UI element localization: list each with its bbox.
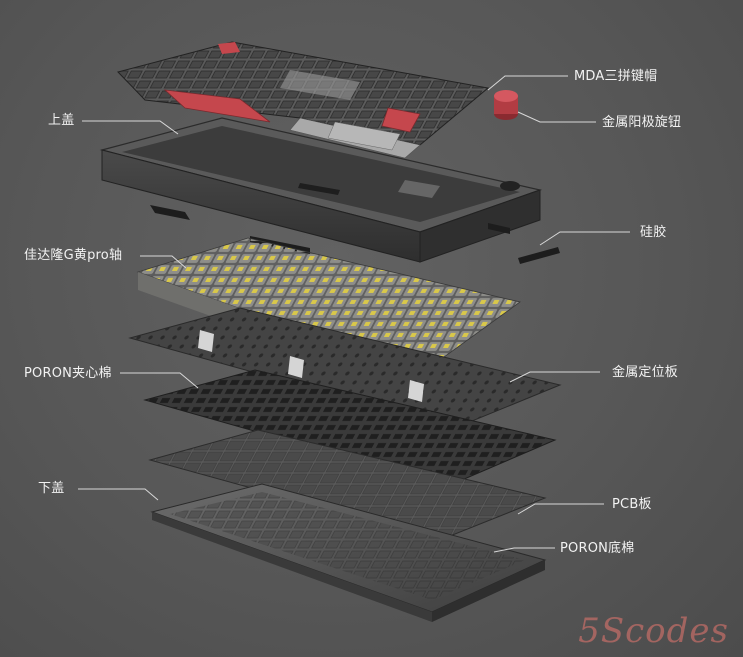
leader-bottom-case bbox=[78, 488, 159, 501]
label-bottom-case: 下盖 bbox=[38, 481, 65, 496]
leader-plate bbox=[509, 371, 600, 383]
label-pcb: PCB板 bbox=[612, 497, 652, 512]
anodized-knob bbox=[494, 90, 518, 120]
leader-silicone bbox=[539, 231, 630, 246]
leader-top-case bbox=[82, 120, 179, 135]
label-knob: 金属阳极旋钮 bbox=[602, 115, 682, 130]
leader-poron-bottom bbox=[493, 547, 555, 553]
leader-switches bbox=[140, 255, 187, 269]
label-top-case: 上盖 bbox=[48, 113, 75, 128]
label-poron-bottom: PORON底棉 bbox=[560, 541, 635, 556]
leader-keycaps bbox=[487, 75, 568, 91]
leader-knob bbox=[517, 111, 596, 123]
label-silicone: 硅胶 bbox=[640, 225, 667, 240]
bottom-case bbox=[150, 483, 547, 622]
leader-poron-sandwich bbox=[120, 372, 199, 389]
top-case bbox=[99, 117, 543, 263]
label-switches: 佳达隆G黄pro轴 bbox=[24, 248, 123, 263]
leader-lines bbox=[78, 75, 630, 553]
keycaps-layer bbox=[117, 41, 490, 159]
label-poron-sandwich: PORON夹心棉 bbox=[24, 366, 112, 381]
watermark-text: 5Scodes bbox=[578, 611, 729, 651]
label-keycaps: MDA三拼键帽 bbox=[574, 69, 658, 84]
label-plate: 金属定位板 bbox=[612, 365, 679, 380]
leader-pcb bbox=[517, 503, 604, 515]
